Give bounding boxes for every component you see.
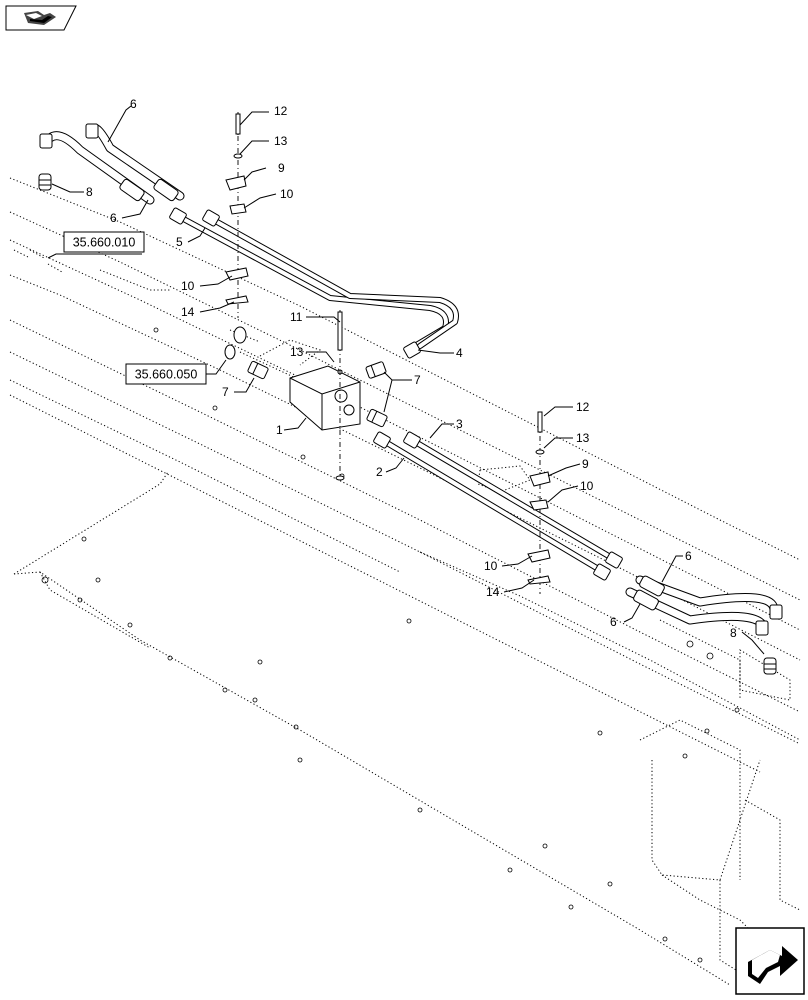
exploded-view-icon[interactable] <box>5 5 77 31</box>
callout-6: 6 <box>130 97 137 111</box>
callout-8: 8 <box>730 626 737 640</box>
lower-hose-assembly <box>625 575 783 675</box>
callout-3: 3 <box>456 417 463 431</box>
callout-10: 10 <box>280 187 294 201</box>
upper-tube-assembly <box>169 207 459 359</box>
adapter-fitting-8-lower <box>763 657 777 675</box>
callout-9: 9 <box>582 457 589 471</box>
callout-1: 1 <box>276 423 283 437</box>
reference-35660050[interactable]: 35.660.050 <box>125 363 207 385</box>
callout-8: 8 <box>86 185 93 199</box>
leader-lines <box>47 105 765 655</box>
callout-10: 10 <box>580 479 594 493</box>
reference-35660010[interactable]: 35.660.010 <box>63 231 145 253</box>
callout-7: 7 <box>414 373 421 387</box>
callout-6: 6 <box>685 549 692 563</box>
callout-2: 2 <box>376 465 383 479</box>
callout-12: 12 <box>576 400 590 414</box>
callout-11: 11 <box>290 310 303 324</box>
frame-holes <box>41 327 740 963</box>
callout-labels: 12 13 9 10 6 8 6 5 10 14 11 13 4 7 7 1 3… <box>86 97 737 640</box>
callout-6: 6 <box>610 615 617 629</box>
lower-tube-assembly <box>373 431 623 581</box>
upper-hose-assembly <box>38 123 185 205</box>
reference-text: 35.660.050 <box>135 368 198 382</box>
callout-4: 4 <box>456 346 463 360</box>
callout-10: 10 <box>484 559 498 573</box>
straight-fittings-7 <box>224 326 388 428</box>
callout-12: 12 <box>274 104 288 118</box>
callout-5: 5 <box>176 235 183 249</box>
lower-clamp-hardware <box>527 411 551 594</box>
callout-9: 9 <box>278 161 285 175</box>
reference-text: 35.660.010 <box>73 236 136 250</box>
callout-14: 14 <box>486 585 500 599</box>
callout-14: 14 <box>181 305 195 319</box>
callout-7: 7 <box>222 385 229 399</box>
callout-10: 10 <box>181 279 195 293</box>
callout-13: 13 <box>576 431 590 445</box>
callout-13: 13 <box>274 134 288 148</box>
upper-clamp-hardware <box>225 112 249 318</box>
manifold-block <box>289 310 361 481</box>
callout-6: 6 <box>110 211 117 225</box>
next-page-arrow-icon[interactable] <box>735 927 805 995</box>
callout-13: 13 <box>290 345 304 359</box>
adapter-fitting-8-upper <box>38 173 52 191</box>
